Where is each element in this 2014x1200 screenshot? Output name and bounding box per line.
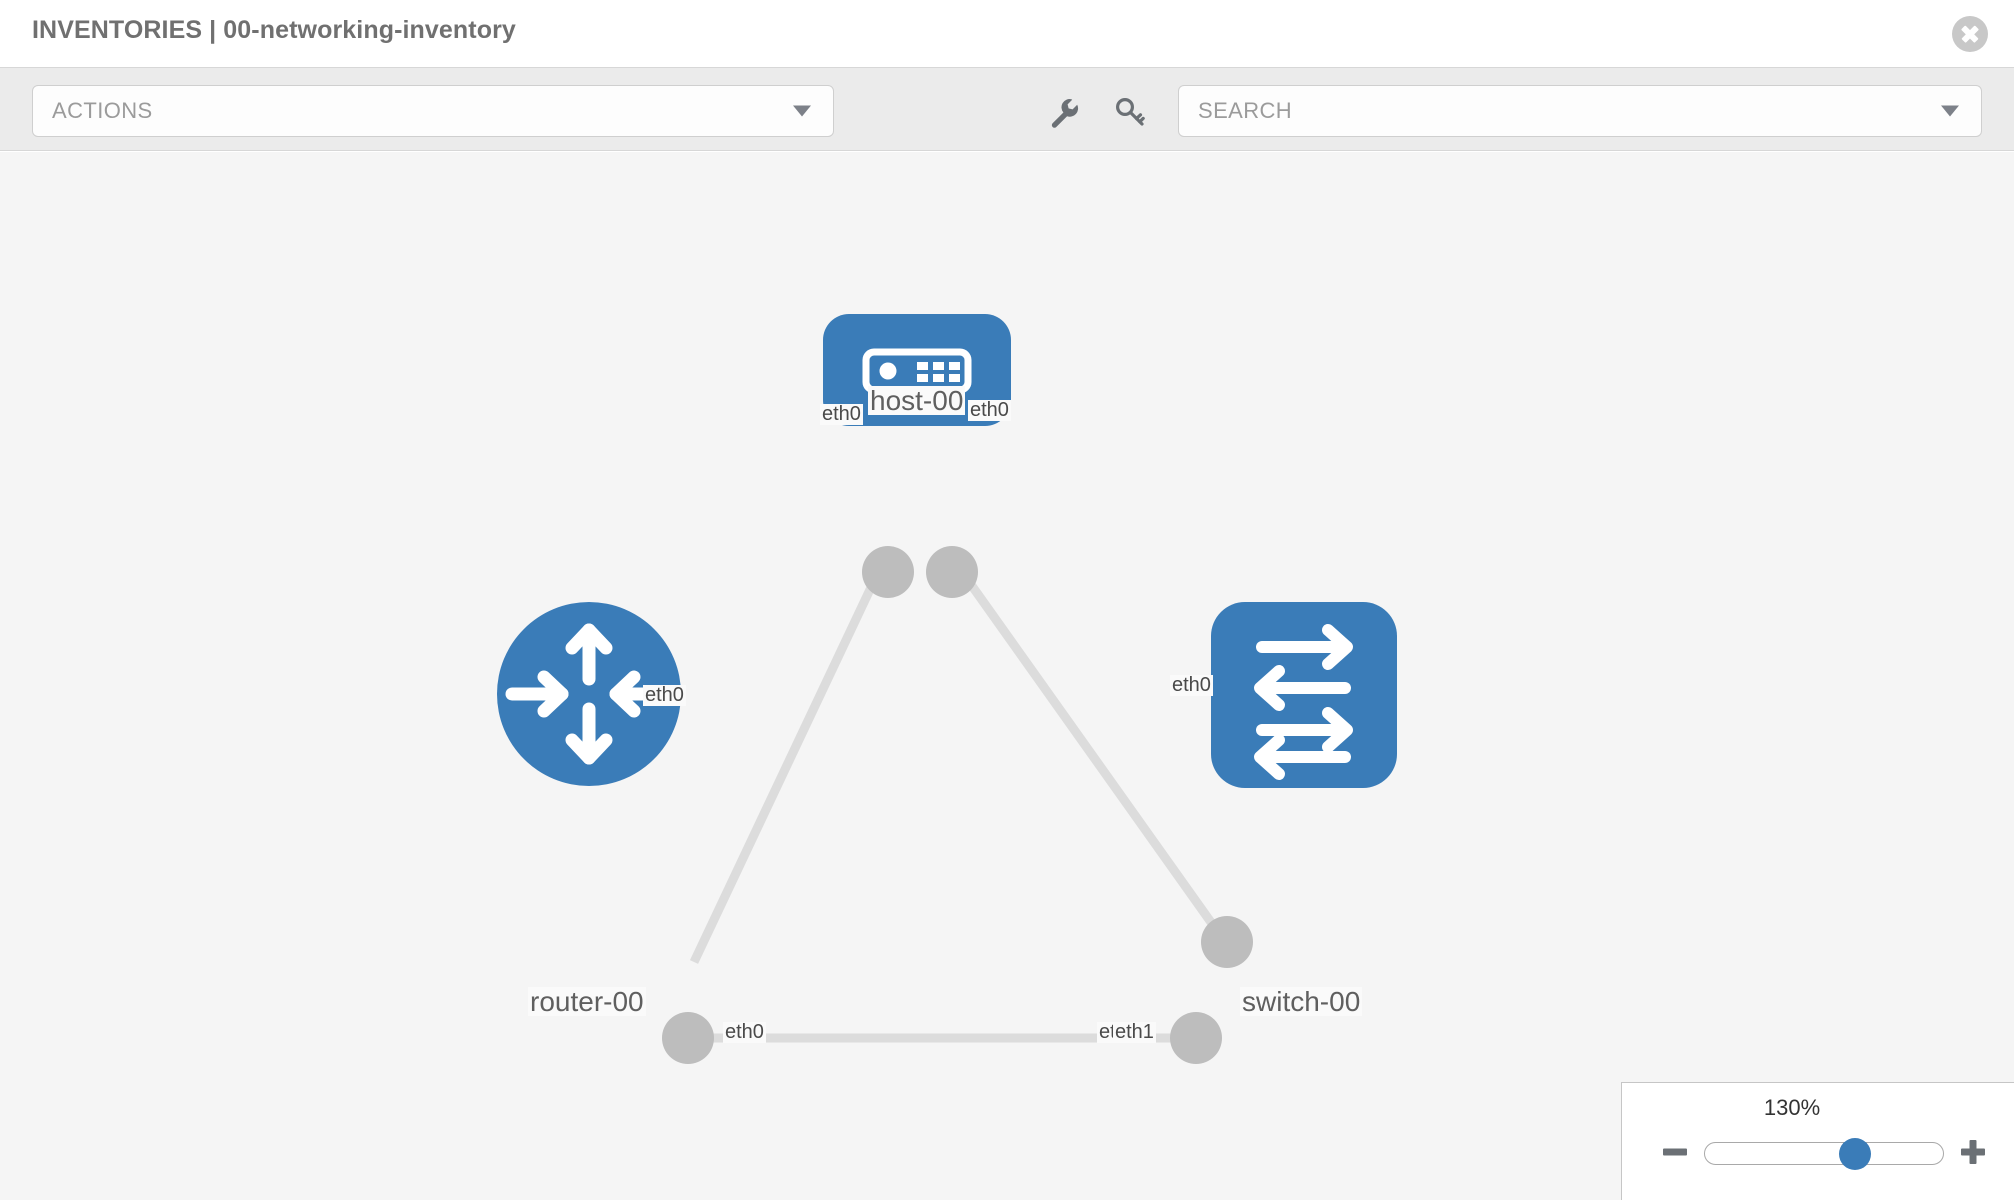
interface-connector[interactable] <box>1201 916 1253 968</box>
actions-dropdown[interactable]: ACTIONS <box>32 85 834 137</box>
iface-label: eth1 <box>1113 1021 1156 1043</box>
plus-icon[interactable] <box>1956 1135 1990 1169</box>
minus-icon[interactable] <box>1658 1135 1692 1169</box>
toolbar: ACTIONS SEARCH <box>0 68 2014 151</box>
zoom-level-label: 130% <box>1763 1095 1821 1120</box>
wrench-icon[interactable] <box>1046 94 1082 130</box>
topology-canvas[interactable]: eth0 eth0 eth0 eth0 eth0 eth eth1 host-0… <box>0 152 2014 1200</box>
page-header: INVENTORIES | 00-networking-inventory <box>0 0 2014 68</box>
zoom-slider-handle[interactable] <box>1838 1137 1871 1170</box>
iface-label: eth0 <box>643 684 686 706</box>
actions-dropdown-label: ACTIONS <box>52 98 153 123</box>
node-label-switch-00: switch-00 <box>1240 986 1363 1017</box>
node-switch-00[interactable] <box>1211 602 1397 788</box>
router-arrows-icon <box>505 623 673 765</box>
node-label-host-00: host-00 <box>868 385 966 416</box>
topology-graph <box>497 314 1397 1064</box>
zoom-slider[interactable] <box>1704 1137 1944 1170</box>
zoom-control-panel: 130% <box>1621 1082 2014 1200</box>
close-icon[interactable] <box>1952 16 1988 52</box>
chevron-down-icon[interactable] <box>1941 105 1959 117</box>
search-input[interactable]: SEARCH <box>1178 85 1982 137</box>
key-icon[interactable] <box>1112 94 1148 130</box>
iface-label: eth0 <box>820 403 863 425</box>
page-title: INVENTORIES | 00-networking-inventory <box>32 16 516 44</box>
minus-icon-bar <box>1663 1148 1687 1156</box>
iface-label: eth0 <box>968 399 1011 421</box>
switch-arrows-icon <box>1254 624 1353 780</box>
search-placeholder: SEARCH <box>1198 98 1293 123</box>
interface-connector[interactable] <box>662 1012 714 1064</box>
link-host-switch[interactable] <box>951 559 1229 945</box>
iface-label: eth0 <box>723 1021 766 1043</box>
link-host-router[interactable] <box>689 560 888 964</box>
chevron-down-icon <box>793 105 811 117</box>
interface-connector[interactable] <box>1170 1012 1222 1064</box>
plus-icon-bar-v <box>1969 1140 1977 1164</box>
node-router-00[interactable] <box>497 602 681 786</box>
interface-connector[interactable] <box>926 546 978 598</box>
interface-connector[interactable] <box>862 546 914 598</box>
iface-label: eth0 <box>1170 674 1213 696</box>
node-label-router-00: router-00 <box>528 986 646 1017</box>
